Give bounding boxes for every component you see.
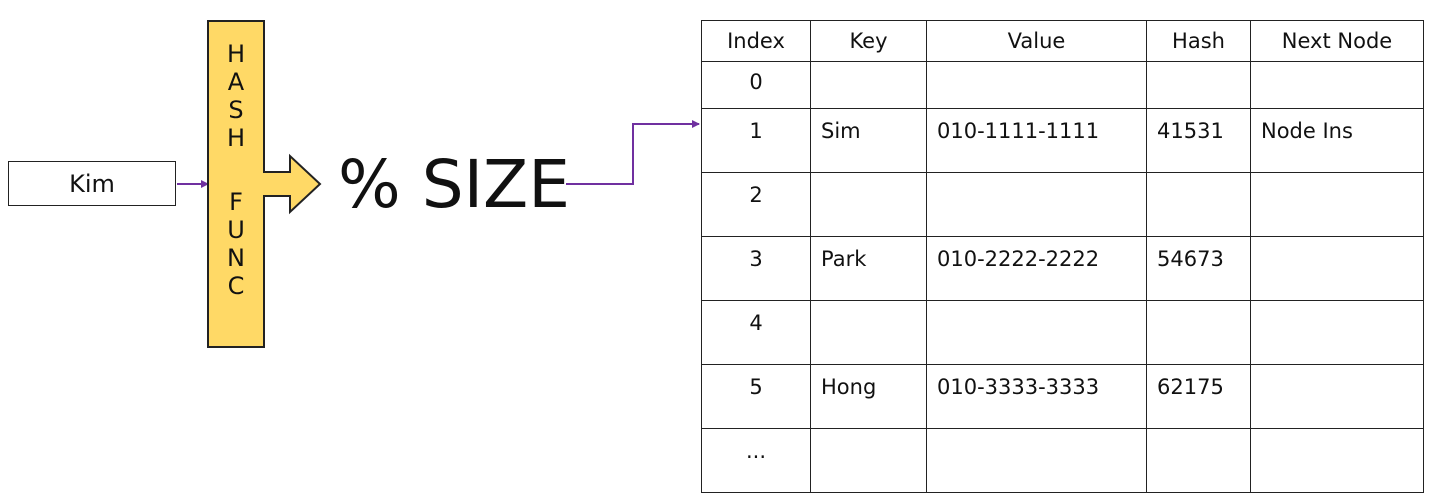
letter: F <box>229 188 243 216</box>
letter: S <box>228 96 244 124</box>
cell-hash <box>1146 172 1251 237</box>
hash-word: H A S H <box>227 40 245 152</box>
letter: U <box>227 216 245 244</box>
cell-value <box>926 172 1147 237</box>
modulo-size-label: % SIZE <box>338 146 570 223</box>
header-key: Key <box>810 20 927 62</box>
cell-value <box>926 300 1147 365</box>
cell-next-node <box>1250 172 1424 237</box>
table-row: 3 Park 010-2222-2222 54673 <box>701 236 1424 301</box>
cell-value <box>926 428 1147 493</box>
cell-next-node <box>1250 428 1424 493</box>
header-value: Value <box>926 20 1147 62</box>
cell-key <box>810 428 927 493</box>
cell-index: 1 <box>701 108 811 173</box>
cell-next-node <box>1250 61 1424 109</box>
cell-index: 3 <box>701 236 811 301</box>
header-next-node: Next Node <box>1250 20 1424 62</box>
cell-value: 010-3333-3333 <box>926 364 1147 429</box>
header-hash: Hash <box>1146 20 1251 62</box>
hash-function-shape <box>207 20 322 348</box>
cell-key <box>810 61 927 109</box>
cell-key: Park <box>810 236 927 301</box>
cell-value: 010-2222-2222 <box>926 236 1147 301</box>
cell-index: ... <box>701 428 811 493</box>
cell-key <box>810 300 927 365</box>
cell-index: 2 <box>701 172 811 237</box>
input-key-text: Kim <box>69 169 115 198</box>
diagram-shapes <box>177 20 700 348</box>
table-header-row: Index Key Value Hash Next Node <box>701 20 1424 62</box>
cell-index: 0 <box>701 61 811 109</box>
table-row: ... <box>701 428 1424 493</box>
cell-key: Hong <box>810 364 927 429</box>
table-row: 1 Sim 010-1111-1111 41531 Node Ins <box>701 108 1424 173</box>
cell-next-node: Node Ins <box>1250 108 1424 173</box>
cell-hash: 41531 <box>1146 108 1251 173</box>
letter: A <box>227 68 245 96</box>
letter: N <box>227 244 245 272</box>
header-index: Index <box>701 20 811 62</box>
cell-hash <box>1146 428 1251 493</box>
cell-hash <box>1146 61 1251 109</box>
letter: C <box>227 272 245 300</box>
hash-table: Index Key Value Hash Next Node 0 1 Sim 0… <box>701 20 1424 493</box>
arrow-modulo-to-table <box>566 120 700 185</box>
cell-value: 010-1111-1111 <box>926 108 1147 173</box>
hash-function-label: H A S H F U N C <box>210 22 262 346</box>
cell-index: 5 <box>701 364 811 429</box>
cell-hash: 54673 <box>1146 236 1251 301</box>
cell-hash <box>1146 300 1251 365</box>
table-row: 5 Hong 010-3333-3333 62175 <box>701 364 1424 429</box>
cell-next-node <box>1250 364 1424 429</box>
func-word: F U N C <box>227 188 245 300</box>
letter: H <box>226 124 246 152</box>
cell-index: 4 <box>701 300 811 365</box>
table-row: 4 <box>701 300 1424 365</box>
table-row: 2 <box>701 172 1424 237</box>
cell-next-node <box>1250 300 1424 365</box>
input-key-box: Kim <box>8 161 176 206</box>
letter: H <box>226 40 246 68</box>
cell-key <box>810 172 927 237</box>
cell-hash: 62175 <box>1146 364 1251 429</box>
table-row: 0 <box>701 61 1424 109</box>
cell-key: Sim <box>810 108 927 173</box>
cell-next-node <box>1250 236 1424 301</box>
cell-value <box>926 61 1147 109</box>
hash-table-diagram: Kim H A S H F U N C % SIZE Index Key Val… <box>8 20 1424 493</box>
